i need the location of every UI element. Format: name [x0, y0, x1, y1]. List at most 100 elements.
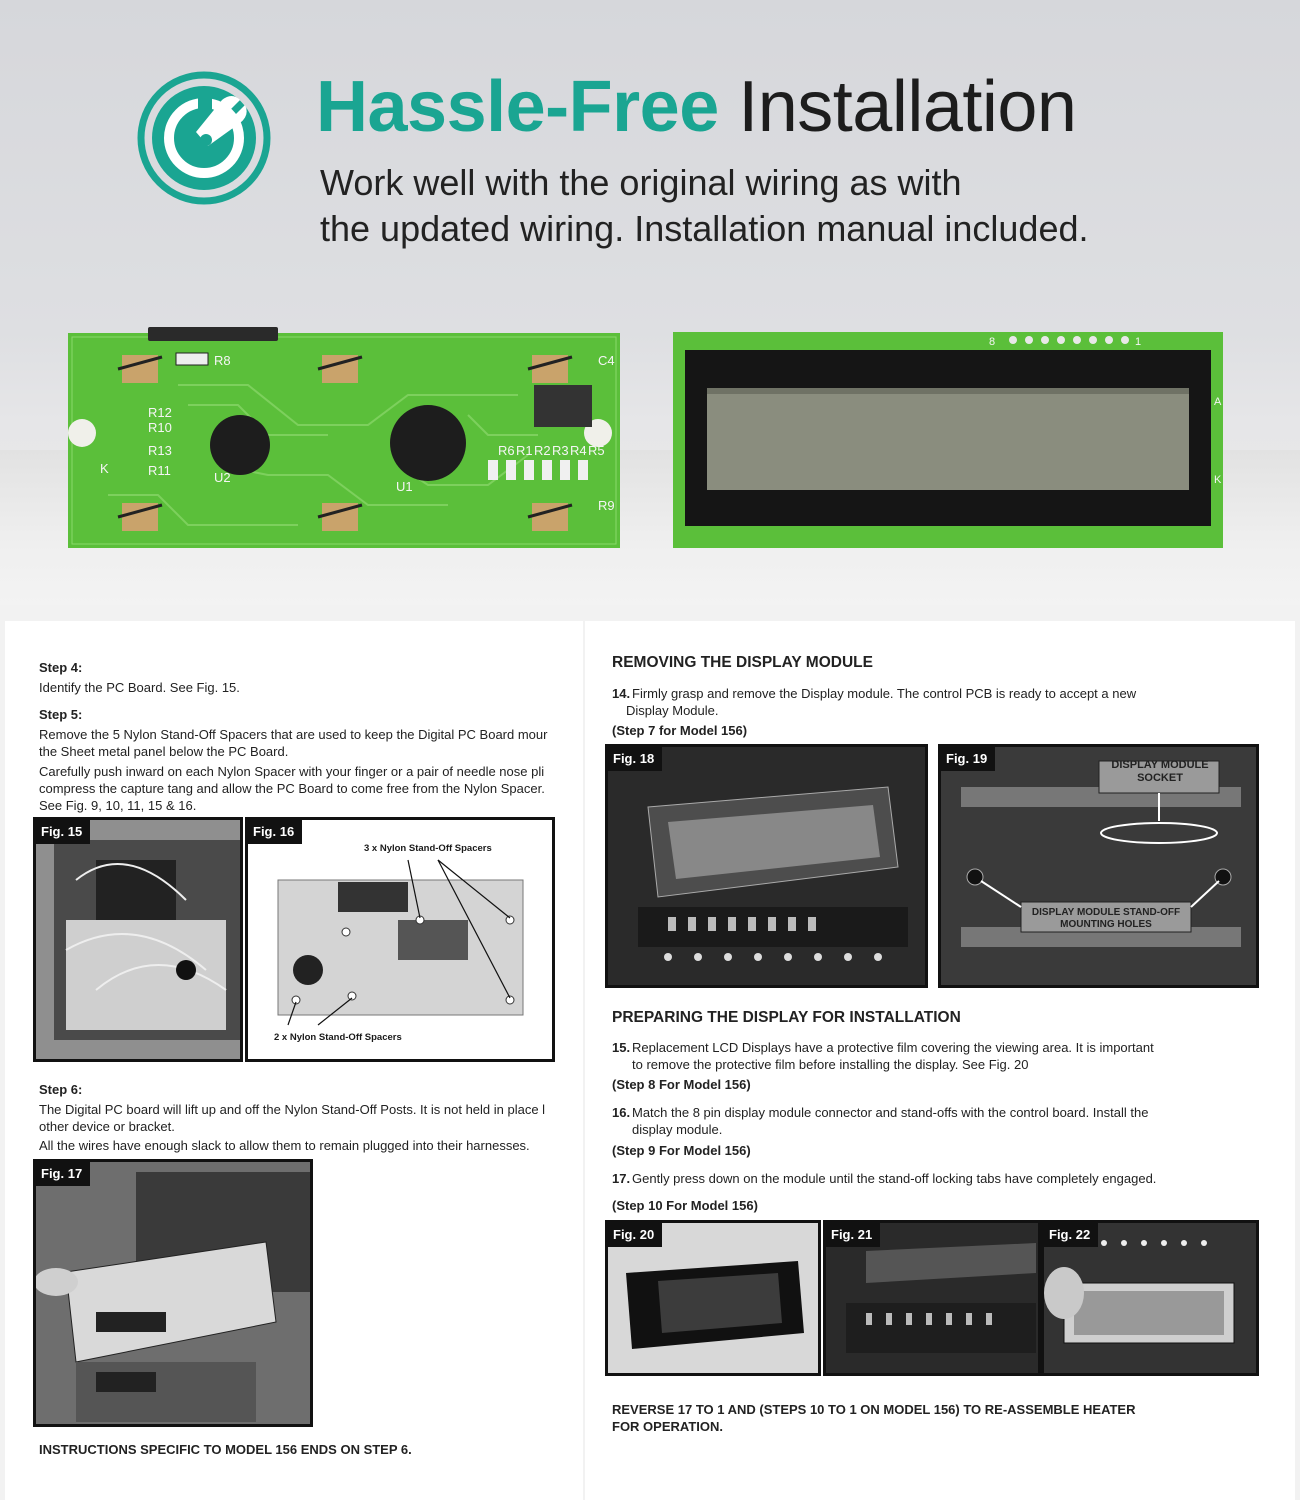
- svg-text:A: A: [1214, 396, 1222, 408]
- svg-text:R5: R5: [588, 443, 605, 458]
- svg-text:R13: R13: [148, 443, 172, 458]
- figure-21: Fig. 21: [823, 1220, 1041, 1376]
- svg-text:U2: U2: [214, 470, 231, 485]
- figure-18: Fig. 18: [605, 744, 928, 988]
- figure-22: Fig. 22: [1041, 1220, 1259, 1376]
- step4-title: Step 4:: [39, 660, 83, 675]
- hero-banner: Hassle-Free Installation Work well with …: [0, 0, 1300, 605]
- step14-line-1: Firmly grasp and remove the Display modu…: [632, 686, 1137, 701]
- step15-number: 15.: [612, 1040, 631, 1055]
- figure-15: Fig. 15: [33, 817, 243, 1062]
- step16-line-2: display module.: [632, 1122, 723, 1137]
- subtitle-line-1: Work well with the original wiring as wi…: [320, 162, 962, 203]
- step5-paragraph-2: Carefully push inward on each Nylon Spac…: [39, 763, 584, 814]
- step17-line-1: Gently press down on the module until th…: [632, 1171, 1157, 1186]
- step7-model-note: (Step 7 for Model 156): [612, 723, 748, 738]
- right-footer-note: REVERSE 17 TO 1 AND (STEPS 10 TO 1 ON MO…: [612, 1401, 1136, 1435]
- svg-text:R3: R3: [552, 443, 569, 458]
- svg-text:R4: R4: [570, 443, 587, 458]
- right-footer-line-1: REVERSE 17 TO 1 AND (STEPS 10 TO 1 ON MO…: [612, 1402, 1136, 1417]
- figure-18-photo: [608, 747, 925, 985]
- figure-18-label: Fig. 18: [608, 747, 663, 771]
- figure-20: Fig. 20: [605, 1220, 821, 1376]
- figure-17-photo: [36, 1162, 310, 1424]
- title-accent: Hassle-Free: [316, 67, 719, 147]
- svg-text:K: K: [1214, 474, 1222, 486]
- figure-20-label: Fig. 20: [608, 1223, 663, 1247]
- svg-text:R10: R10: [148, 420, 172, 435]
- figure-19-callout-top: DISPLAY MODULE SOCKET: [1101, 759, 1219, 785]
- right-footer-line-2: FOR OPERATION.: [612, 1419, 723, 1434]
- figure-19-callout-top-line-2: SOCKET: [1137, 772, 1183, 784]
- step5-title: Step 5:: [39, 707, 83, 722]
- step5-p2-line-2: compress the capture tang and allow the …: [39, 781, 545, 796]
- step9-model-note: (Step 9 For Model 156): [612, 1143, 751, 1158]
- step15-line-2: to remove the protective film before ins…: [632, 1057, 1029, 1072]
- figure-19-callout-bottom-line-1: DISPLAY MODULE STAND-OFF: [1031, 907, 1181, 918]
- figure-19-callout-top-line-1: DISPLAY MODULE: [1111, 759, 1209, 771]
- figure-19: Fig. 19 DISPLAY MODULE SOCKET DISPLAY MO…: [938, 744, 1259, 988]
- step10-model-note: (Step 10 For Model 156): [612, 1198, 758, 1213]
- step5-paragraph-1: Remove the 5 Nylon Stand-Off Spacers tha…: [39, 726, 584, 760]
- figure-19-photo: [941, 747, 1256, 985]
- figure-16-callout-bottom: 2 x Nylon Stand-Off Spacers: [274, 1032, 402, 1043]
- section-removing-display: REMOVING THE DISPLAY MODULE: [612, 654, 873, 671]
- step6-paragraph-2: All the wires have enough slack to allow…: [39, 1138, 530, 1153]
- wrench-icon: [137, 71, 271, 205]
- step14-line-2: Display Module.: [626, 703, 719, 718]
- figure-19-callout-bottom-line-2: MOUNTING HOLES: [1060, 919, 1152, 930]
- figure-22-photo: [1044, 1223, 1256, 1373]
- step16-line-1: Match the 8 pin display module connector…: [632, 1105, 1149, 1120]
- figure-15-photo: [36, 820, 240, 1059]
- svg-text:R1: R1: [516, 443, 533, 458]
- section-preparing-display: PREPARING THE DISPLAY FOR INSTALLATION: [612, 1009, 961, 1026]
- pcb-front-image: 8 1A K: [673, 332, 1223, 548]
- step8-model-note: (Step 8 For Model 156): [612, 1077, 751, 1092]
- subtitle-line-2: the updated wiring. Installation manual …: [320, 208, 1089, 249]
- figure-16-photo: [277, 859, 524, 1026]
- step6-title: Step 6:: [39, 1082, 83, 1097]
- figure-21-photo: [826, 1223, 1038, 1373]
- svg-text:1: 1: [1135, 336, 1141, 348]
- svg-text:R8: R8: [214, 353, 231, 368]
- step6-paragraph-1: The Digital PC board will lift up and of…: [39, 1101, 584, 1135]
- step5-p1-line-1: Remove the 5 Nylon Stand-Off Spacers tha…: [39, 727, 548, 742]
- figure-15-label: Fig. 15: [36, 820, 91, 844]
- step5-p2-line-1: Carefully push inward on each Nylon Spac…: [39, 764, 545, 779]
- left-footer-note: INSTRUCTIONS SPECIFIC TO MODEL 156 ENDS …: [39, 1442, 412, 1457]
- figure-16: Fig. 16 3 x Nylon Stand-Off Spacers 2 x …: [245, 817, 555, 1062]
- svg-text:U1: U1: [396, 479, 413, 494]
- figure-17-label: Fig. 17: [36, 1162, 91, 1186]
- svg-text:R9: R9: [598, 498, 615, 513]
- step5-p2-line-3: See Fig. 9, 10, 11, 15 & 16.: [39, 798, 197, 813]
- figure-21-label: Fig. 21: [826, 1223, 881, 1247]
- figure-16-label: Fig. 16: [248, 820, 303, 844]
- svg-text:R12: R12: [148, 405, 172, 420]
- step6-p1-line-2: other device or bracket.: [39, 1119, 175, 1134]
- svg-text:C4: C4: [598, 353, 615, 368]
- svg-text:R6: R6: [498, 443, 515, 458]
- figure-19-callout-bottom: DISPLAY MODULE STAND-OFF MOUNTING HOLES: [1021, 907, 1191, 931]
- svg-text:8: 8: [989, 336, 995, 348]
- title-rest: Installation: [738, 67, 1077, 147]
- step14: 14.Firmly grasp and remove the Display m…: [612, 685, 1282, 719]
- figure-19-label: Fig. 19: [941, 747, 996, 771]
- page-title: Hassle-Free Installation: [316, 66, 1077, 148]
- step4-text: Identify the PC Board. See Fig. 15.: [39, 680, 240, 695]
- step16: 16.Match the 8 pin display module connec…: [612, 1104, 1282, 1138]
- step15: 15.Replacement LCD Displays have a prote…: [612, 1039, 1282, 1073]
- page-subtitle: Work well with the original wiring as wi…: [320, 160, 1220, 252]
- step17-number: 17.: [612, 1171, 631, 1186]
- svg-text:R2: R2: [534, 443, 551, 458]
- step6-p1-line-1: The Digital PC board will lift up and of…: [39, 1102, 546, 1117]
- svg-text:R11: R11: [148, 463, 171, 478]
- figure-16-callout-top: 3 x Nylon Stand-Off Spacers: [364, 843, 492, 854]
- figure-20-photo: [608, 1223, 818, 1373]
- svg-text:K: K: [100, 461, 109, 476]
- step16-number: 16.: [612, 1105, 631, 1120]
- figure-17: Fig. 17: [33, 1159, 313, 1427]
- step17: 17.Gently press down on the module until…: [612, 1170, 1282, 1187]
- step14-number: 14.: [612, 686, 631, 701]
- figure-22-label: Fig. 22: [1044, 1223, 1099, 1247]
